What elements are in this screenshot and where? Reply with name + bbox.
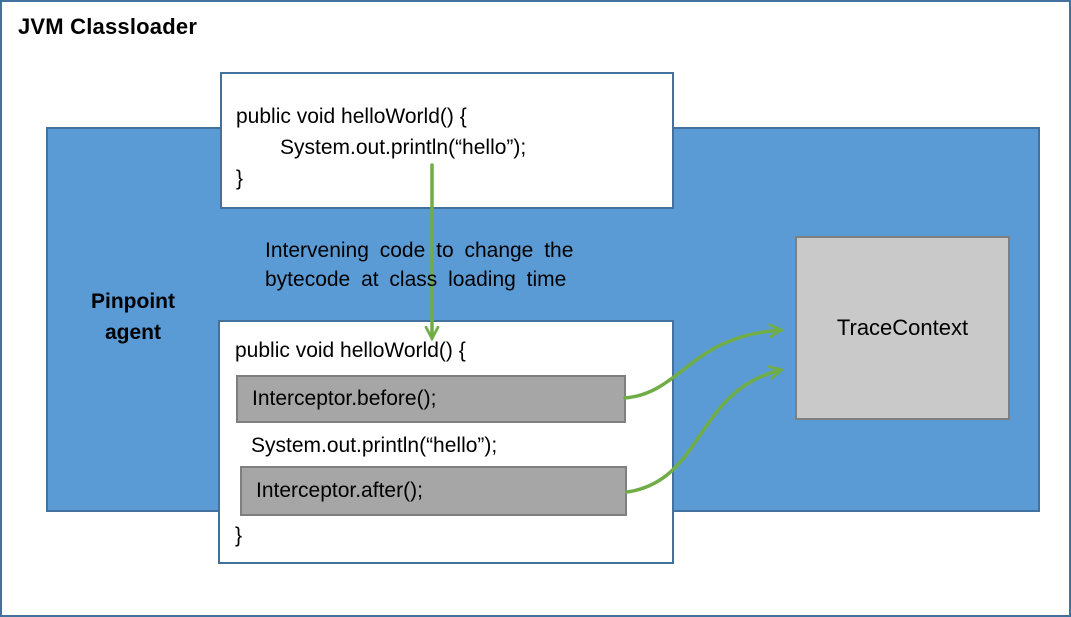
source-code-line-2: System.out.println(“hello”); bbox=[280, 136, 527, 159]
trace-context-box: TraceContext bbox=[795, 236, 1010, 420]
pinpoint-agent-label: Pinpoint agent bbox=[91, 290, 175, 344]
source-code-box: public void helloWorld() { System.out.pr… bbox=[220, 72, 674, 209]
instrumented-code-box: public void helloWorld() { Interceptor.b… bbox=[218, 320, 674, 564]
source-code-line-1: public void helloWorld() { bbox=[236, 105, 467, 128]
bytecode-annotation-line-1: Intervening code to change the bbox=[265, 239, 574, 262]
source-code-line-3: } bbox=[236, 167, 244, 190]
instrumented-code-line-2: System.out.println(“hello”); bbox=[251, 434, 498, 457]
interceptor-before-label: Interceptor.before(); bbox=[252, 387, 437, 410]
interceptor-before-bar: Interceptor.before(); bbox=[236, 375, 626, 423]
bytecode-annotation: Intervening code to change the bytecode … bbox=[265, 236, 573, 294]
diagram-title: JVM Classloader bbox=[18, 14, 198, 39]
trace-context-label: TraceContext bbox=[836, 315, 969, 340]
instrumented-code-line-3: } bbox=[235, 524, 243, 547]
instrumented-code-line-1: public void helloWorld() { bbox=[235, 339, 466, 362]
interceptor-after-bar: Interceptor.after(); bbox=[240, 466, 627, 516]
interceptor-after-label: Interceptor.after(); bbox=[256, 479, 423, 502]
bytecode-annotation-line-2: bytecode at class loading time bbox=[265, 268, 567, 291]
